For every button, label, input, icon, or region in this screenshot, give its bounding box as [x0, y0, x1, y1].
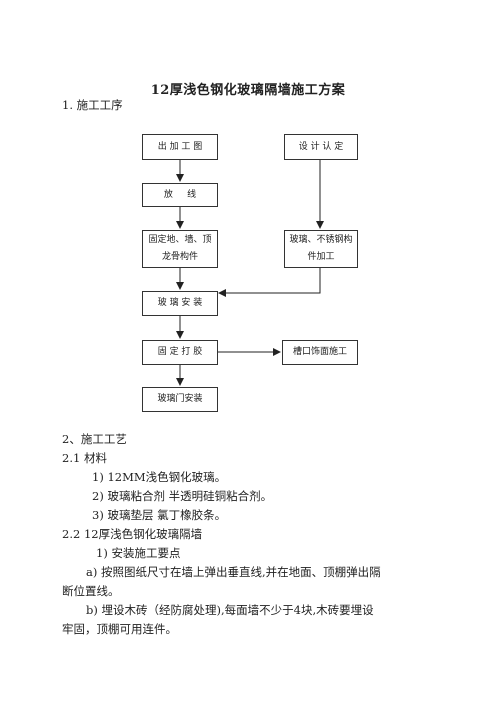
arrow-processing-to-install: [218, 268, 321, 297]
flow-box-fix-frame-line2: 龙骨构件: [161, 252, 198, 262]
paragraph-a-line-1: a) 按照图纸尺寸在墙上弹出垂直线,并在地面、顶棚弹出隔: [86, 565, 381, 579]
flow-box-glass-install-label: 玻 璃 安 装: [157, 298, 203, 308]
flow-box-groove-finish: 槽口饰面施工: [282, 340, 358, 365]
paragraph-b-line-1: b) 埋设木砖（经防腐处理),每面墙不少于4块,木砖要埋设: [86, 603, 374, 617]
material-item-2: 2) 玻璃粘合剂 半透明硅铜粘合剂。: [92, 489, 273, 503]
flow-box-fix-frame: 固定地、墙、顶 龙骨构件: [142, 230, 218, 268]
flow-box-glass-processing-line2: 件加工: [307, 252, 335, 262]
flow-box-fix-frame-line1: 固定地、墙、顶: [148, 235, 212, 245]
flow-box-door-install-label: 玻璃门安装: [157, 394, 203, 404]
construction-flowchart: 出 加 工 图 设 计 认 定 放 线 固定地、墙、顶 龙骨构件 玻璃、不锈钢构…: [142, 134, 358, 412]
flow-box-layout: 放 线: [142, 183, 218, 207]
subsection-2-1-heading: 2.1 材料: [62, 451, 107, 465]
flow-box-cut-design: 出 加 工 图: [142, 134, 218, 160]
flow-box-fix-glue: 固 定 打 胶: [142, 340, 218, 365]
flow-box-glass-install: 玻 璃 安 装: [142, 291, 218, 316]
flowchart-connectors: [176, 160, 324, 386]
flow-box-groove-finish-label: 槽口饰面施工: [292, 347, 347, 357]
flow-box-design-approval-label: 设 计 认 定: [298, 141, 344, 152]
material-item-3: 3) 玻璃垫层 氯丁橡胶条。: [92, 508, 227, 522]
paragraph-a-line-2: 断位置线。: [62, 584, 120, 598]
material-item-1: 1) 12MM浅色钢化玻璃。: [92, 470, 227, 484]
section-1-heading: 1. 施工工序: [62, 98, 123, 112]
flow-box-cut-design-label: 出 加 工 图: [157, 141, 203, 152]
flow-box-design-approval: 设 计 认 定: [284, 134, 358, 160]
flow-box-layout-label: 放 线: [163, 189, 197, 200]
section-2-heading: 2、施工工艺: [62, 432, 127, 446]
flow-box-glass-processing: 玻璃、不锈钢构 件加工: [284, 230, 358, 268]
subsection-2-2-heading: 2.2 12厚浅色钢化玻璃隔墙: [62, 527, 203, 541]
install-points-heading: 1) 安装施工要点: [96, 546, 181, 560]
document-title: 12厚浅色钢化玻璃隔墙施工方案: [150, 83, 346, 98]
flow-box-door-install: 玻璃门安装: [142, 387, 218, 412]
paragraph-b-line-2: 牢固，顶棚可用连件。: [62, 622, 177, 636]
flow-box-fix-glue-label: 固 定 打 胶: [157, 347, 203, 357]
flow-box-glass-processing-line1: 玻璃、不锈钢构: [289, 235, 353, 245]
